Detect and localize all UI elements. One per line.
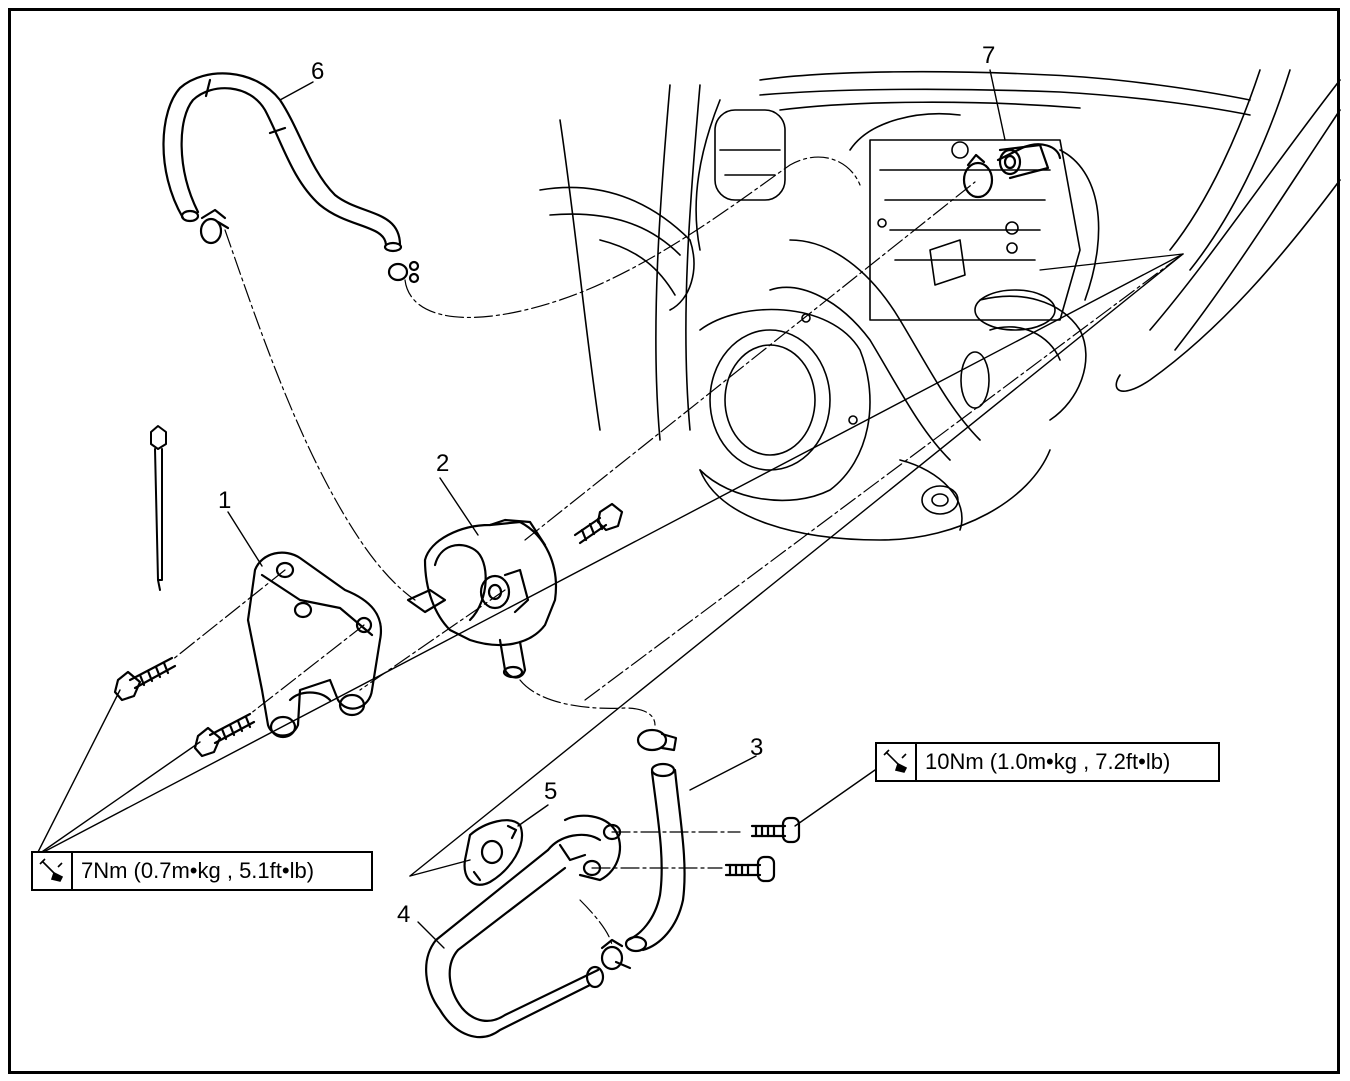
torque-spec-7nm-text: 7Nm (0.7m•kg , 5.1ft•lb) (81, 858, 315, 883)
torque-wrench-icon (877, 744, 917, 780)
callout-4: 4 (397, 901, 411, 928)
part-1-bracket (246, 551, 383, 739)
bolt-upper-right (750, 816, 801, 844)
bolt-lower-right (724, 855, 776, 883)
torque-spec-10nm-text: 10Nm (1.0m•kg , 7.2ft•lb) (925, 749, 1171, 774)
callout-2: 2 (436, 450, 450, 477)
callout-5: 5 (544, 778, 558, 805)
part-7-pipe-fitting (996, 143, 1062, 180)
bolt-lower-left (193, 712, 256, 758)
callout-6: 6 (311, 58, 325, 85)
torque-spec-7nm: 7Nm (0.7m•kg , 5.1ft•lb) (31, 851, 373, 891)
callout-1: 1 (218, 487, 232, 514)
part-4-clamp (600, 938, 632, 971)
torque-spec-10nm: 10Nm (1.0m•kg , 7.2ft•lb) (875, 742, 1220, 782)
bolt-upper-left (113, 656, 177, 702)
cable-tie (150, 425, 167, 591)
part-4-pipe (425, 814, 622, 1039)
part-2-reed-valve (406, 518, 558, 679)
part-5-gasket (463, 819, 523, 886)
engine-background (539, 69, 1341, 541)
assembly-guide-lines (171, 156, 1184, 946)
callout-3: 3 (750, 734, 764, 761)
part-3-clamp (636, 728, 678, 752)
torque-wrench-icon (33, 853, 73, 889)
part-7-clip (962, 153, 994, 199)
diagram-frame (8, 8, 1340, 1074)
part-6-clamp-upper (199, 208, 230, 245)
bolt-reed-valve (573, 502, 624, 545)
part-6-clamp-lower (387, 260, 420, 284)
part-6-air-hose (162, 72, 403, 253)
part-3-hose (624, 762, 686, 953)
leader-lines (35, 69, 1184, 949)
callout-7: 7 (982, 42, 996, 69)
